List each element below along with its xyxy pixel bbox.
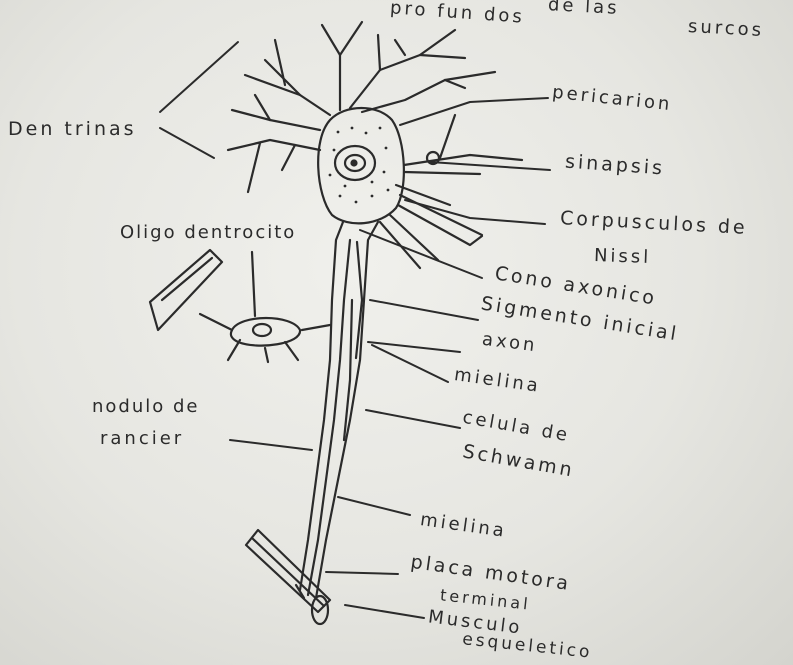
soma (318, 108, 404, 223)
oligodendrocyte (150, 250, 330, 362)
label-nodulo-line2: rancier (100, 428, 184, 449)
label-dentrinas: Den trinas (8, 118, 137, 140)
label-nodulo-line1: nodulo de (92, 396, 200, 417)
label-corpusculos-line2: Nissl (594, 245, 652, 268)
label-oligodendrocito: Oligo dentrocito (120, 222, 296, 243)
label-top-surcos: surcos (688, 16, 765, 41)
